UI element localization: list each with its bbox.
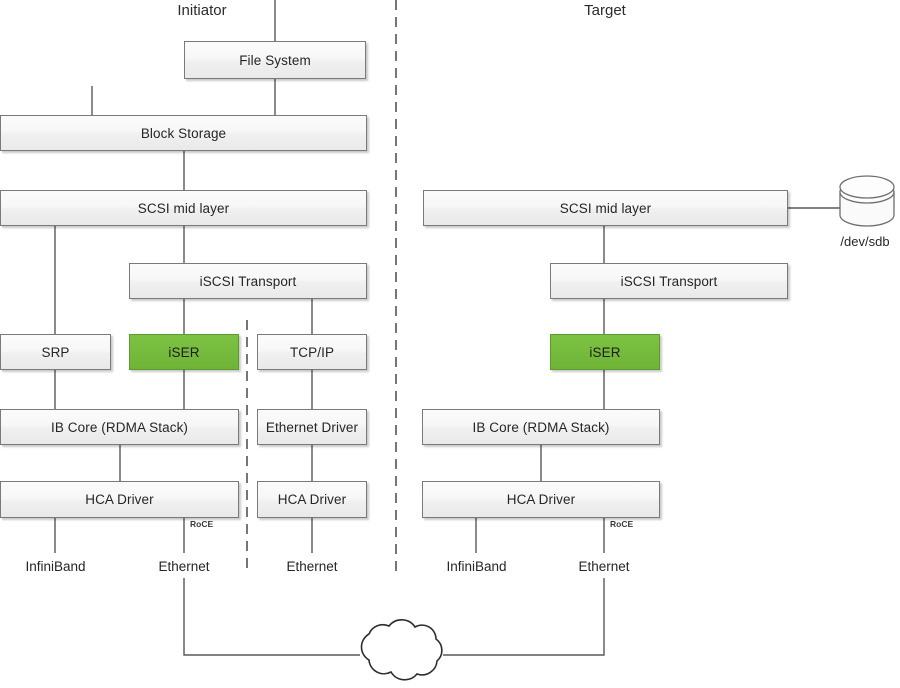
label-target-roce: RoCE (610, 519, 634, 529)
column-title-initiator: Initiator (177, 2, 227, 19)
box-initiator-iscsi-transport[interactable]: iSCSI Transport (129, 263, 367, 299)
box-initiator-scsi-mid-layer[interactable]: SCSI mid layer (0, 190, 367, 226)
column-title-target: Target (584, 2, 626, 19)
label-target-ethernet: Ethernet (578, 559, 630, 574)
network-cloud-icon (360, 619, 443, 681)
connector-fabric-right (443, 578, 605, 656)
box-target-scsi-mid-layer[interactable]: SCSI mid layer (423, 190, 788, 226)
box-initiator-hca-driver-eth[interactable]: HCA Driver (257, 481, 367, 518)
box-ethernet-driver[interactable]: Ethernet Driver (257, 409, 367, 445)
label-initiator-ethernet-roce: Ethernet (158, 559, 210, 574)
box-target-hca-driver[interactable]: HCA Driver (422, 481, 660, 518)
box-target-iscsi-transport[interactable]: iSCSI Transport (550, 263, 788, 299)
box-block-storage[interactable]: Block Storage (0, 115, 367, 151)
label-disk-device: /dev/sdb (840, 234, 890, 249)
label-initiator-ethernet-tcp: Ethernet (286, 559, 338, 574)
box-initiator-iser[interactable]: iSER (129, 334, 239, 370)
connector-fabric-left (183, 578, 360, 656)
box-tcp-ip[interactable]: TCP/IP (257, 334, 367, 370)
box-initiator-ib-core[interactable]: IB Core (RDMA Stack) (0, 409, 239, 445)
box-target-iser[interactable]: iSER (550, 334, 660, 370)
label-initiator-infiniband: InfiniBand (25, 559, 86, 574)
box-file-system[interactable]: File System (184, 41, 366, 79)
box-srp[interactable]: SRP (0, 334, 111, 370)
box-initiator-hca-driver-ib[interactable]: HCA Driver (0, 481, 239, 518)
label-target-infiniband: InfiniBand (446, 559, 507, 574)
label-initiator-roce: RoCE (190, 519, 214, 529)
box-target-ib-core[interactable]: IB Core (RDMA Stack) (422, 409, 660, 445)
disk-cylinder-icon (839, 175, 895, 227)
